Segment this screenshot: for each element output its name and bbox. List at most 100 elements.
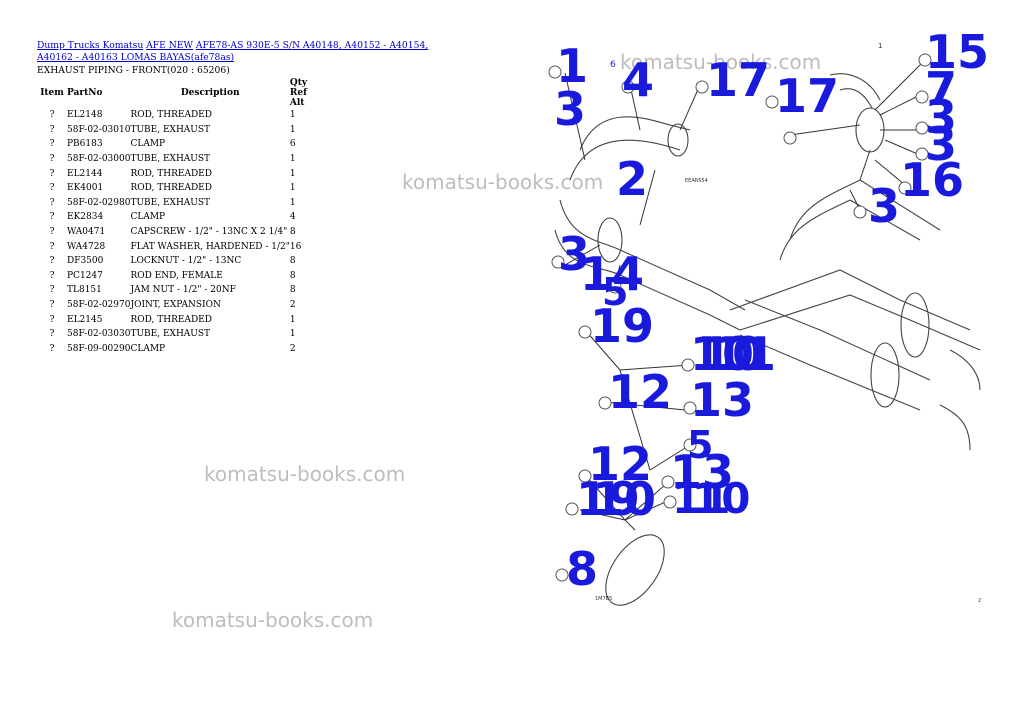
small-labels: 6 1 EEAR554 1M7B5 2 — [595, 42, 981, 604]
cell-partno: 58F-02-03030 — [67, 329, 131, 340]
callout-label: 10 — [692, 474, 750, 523]
leader-lines — [564, 59, 926, 531]
callout-label: 15 — [925, 30, 989, 79]
cell-qty: 8 — [289, 227, 296, 238]
watermark-text: komatsu-books.com — [402, 170, 604, 194]
table-row: ? WA0471 CAPSCREW - 1/2" - 13NC X 2 1/4"8 — [37, 225, 310, 240]
small-label: EEAR554 — [685, 178, 708, 184]
callout-label: 5 — [687, 423, 713, 467]
cell-qty: 1 — [289, 197, 296, 208]
cell-partno: EK4001 — [67, 183, 104, 194]
exhaust-piping-diagram: 1 4 17 15 7 17 3 3 3 2 16 3 3 14 5 19 10… — [548, 30, 989, 606]
cell-description: TUBE, EXHAUST — [130, 329, 211, 340]
small-label: 1 — [878, 42, 882, 50]
callout-label: 4 — [622, 53, 654, 107]
callout-label: 1 — [556, 39, 588, 93]
callout-label: 11 — [712, 327, 776, 381]
watermark-text: komatsu-books.com — [172, 608, 374, 632]
watermark-text: komatsu-books.com — [204, 462, 406, 486]
cell-item: ? — [49, 227, 55, 238]
cell-partno: 58F-02-02970 — [67, 300, 131, 311]
cell-description: TUBE, EXHAUST — [130, 154, 211, 165]
callout-label: 8 — [566, 542, 598, 596]
callout-label: 3 — [925, 117, 957, 171]
cell-description: ROD END, FEMALE — [130, 270, 223, 281]
callout-label: 3 — [554, 82, 586, 136]
table-row: ? PC1247 ROD END, FEMALE 8 — [37, 269, 310, 284]
cell-description: LOCKNUT - 1/2" - 13NC — [130, 256, 242, 267]
small-label: 2 — [978, 598, 981, 604]
callout-label: 3 — [558, 227, 590, 281]
cell-item: ? — [49, 139, 55, 150]
cell-description: ROD, THREADED — [130, 314, 212, 325]
cell-item: ? — [49, 197, 55, 208]
cell-partno: WA0471 — [67, 227, 106, 238]
cell-partno: WA4728 — [67, 241, 106, 252]
cell-item: ? — [49, 300, 55, 311]
cell-item: ? — [49, 110, 55, 121]
cell-qty: 2 — [289, 300, 296, 311]
cell-partno: PC1247 — [67, 270, 103, 281]
cell-partno: EL2145 — [67, 314, 103, 325]
callout-label: 3 — [925, 90, 957, 144]
cell-description: CAPSCREW - 1/2" - 13NC X 2 1/4" — [130, 227, 288, 238]
cell-item: ? — [49, 329, 55, 340]
cell-partno: DF3500 — [67, 256, 104, 267]
callout-label: 3 — [868, 179, 900, 233]
breadcrumb-link-afe-new[interactable]: AFE NEW — [146, 40, 193, 51]
cell-qty: 1 — [289, 168, 296, 179]
cell-qty: 4 — [289, 212, 296, 223]
cell-qty: 1 — [289, 314, 296, 325]
cell-partno: 58F-02-02980 — [67, 197, 131, 208]
breadcrumb-link-dump-trucks[interactable]: Dump Trucks Komatsu — [37, 40, 144, 51]
cell-qty: 1 — [289, 329, 296, 340]
callout-label: 17 — [775, 69, 839, 123]
callout-label: 13 — [670, 445, 734, 499]
cell-item: ? — [49, 183, 55, 194]
cell-description: TUBE, EXHAUST — [130, 124, 211, 135]
callout-label: 13 — [690, 373, 754, 427]
small-label: 1M7B5 — [595, 596, 612, 602]
callout-label: 19 — [590, 299, 654, 353]
callout-label: 19 — [576, 472, 640, 526]
watermark-text: komatsu-books.com — [620, 50, 822, 74]
cell-item: ? — [49, 270, 55, 281]
parts-table: Item PartNo Description Qty Ref Alt ? EL2… — [37, 78, 310, 356]
callout-label: 17 — [706, 53, 770, 107]
col-header-description: Description — [180, 88, 240, 98]
cell-partno: EL2148 — [67, 110, 103, 121]
cell-description: ROD, THREADED — [130, 183, 212, 194]
callout-label: 12 — [608, 365, 672, 419]
breadcrumb-link-model[interactable]: AFE78-AS 930E-5 S/N A40148, A40152 - A40… — [37, 40, 429, 63]
table-header-row: Item PartNo Description Qty Ref Alt — [37, 78, 310, 108]
cell-qty: 1 — [289, 124, 296, 135]
cell-partno: 58F-02-03010 — [67, 124, 131, 135]
callout-label: 10 — [690, 327, 754, 381]
cell-item: ? — [49, 343, 55, 354]
col-header-partno: PartNo — [67, 88, 103, 98]
cell-description: CLAMP — [130, 139, 166, 150]
callout-label: 11 — [672, 474, 730, 523]
cell-description: CLAMP — [130, 343, 166, 354]
cell-item: ? — [49, 314, 55, 325]
cell-qty: 8 — [289, 285, 296, 296]
cell-qty: 8 — [289, 256, 296, 267]
cell-qty: 8 — [289, 270, 296, 281]
cell-partno: EL2144 — [67, 168, 103, 179]
cell-item: ? — [49, 256, 55, 267]
cell-partno: 58F-09-00290 — [67, 343, 131, 354]
cell-item: ? — [49, 241, 55, 252]
cell-description: ROD, THREADED — [130, 168, 212, 179]
